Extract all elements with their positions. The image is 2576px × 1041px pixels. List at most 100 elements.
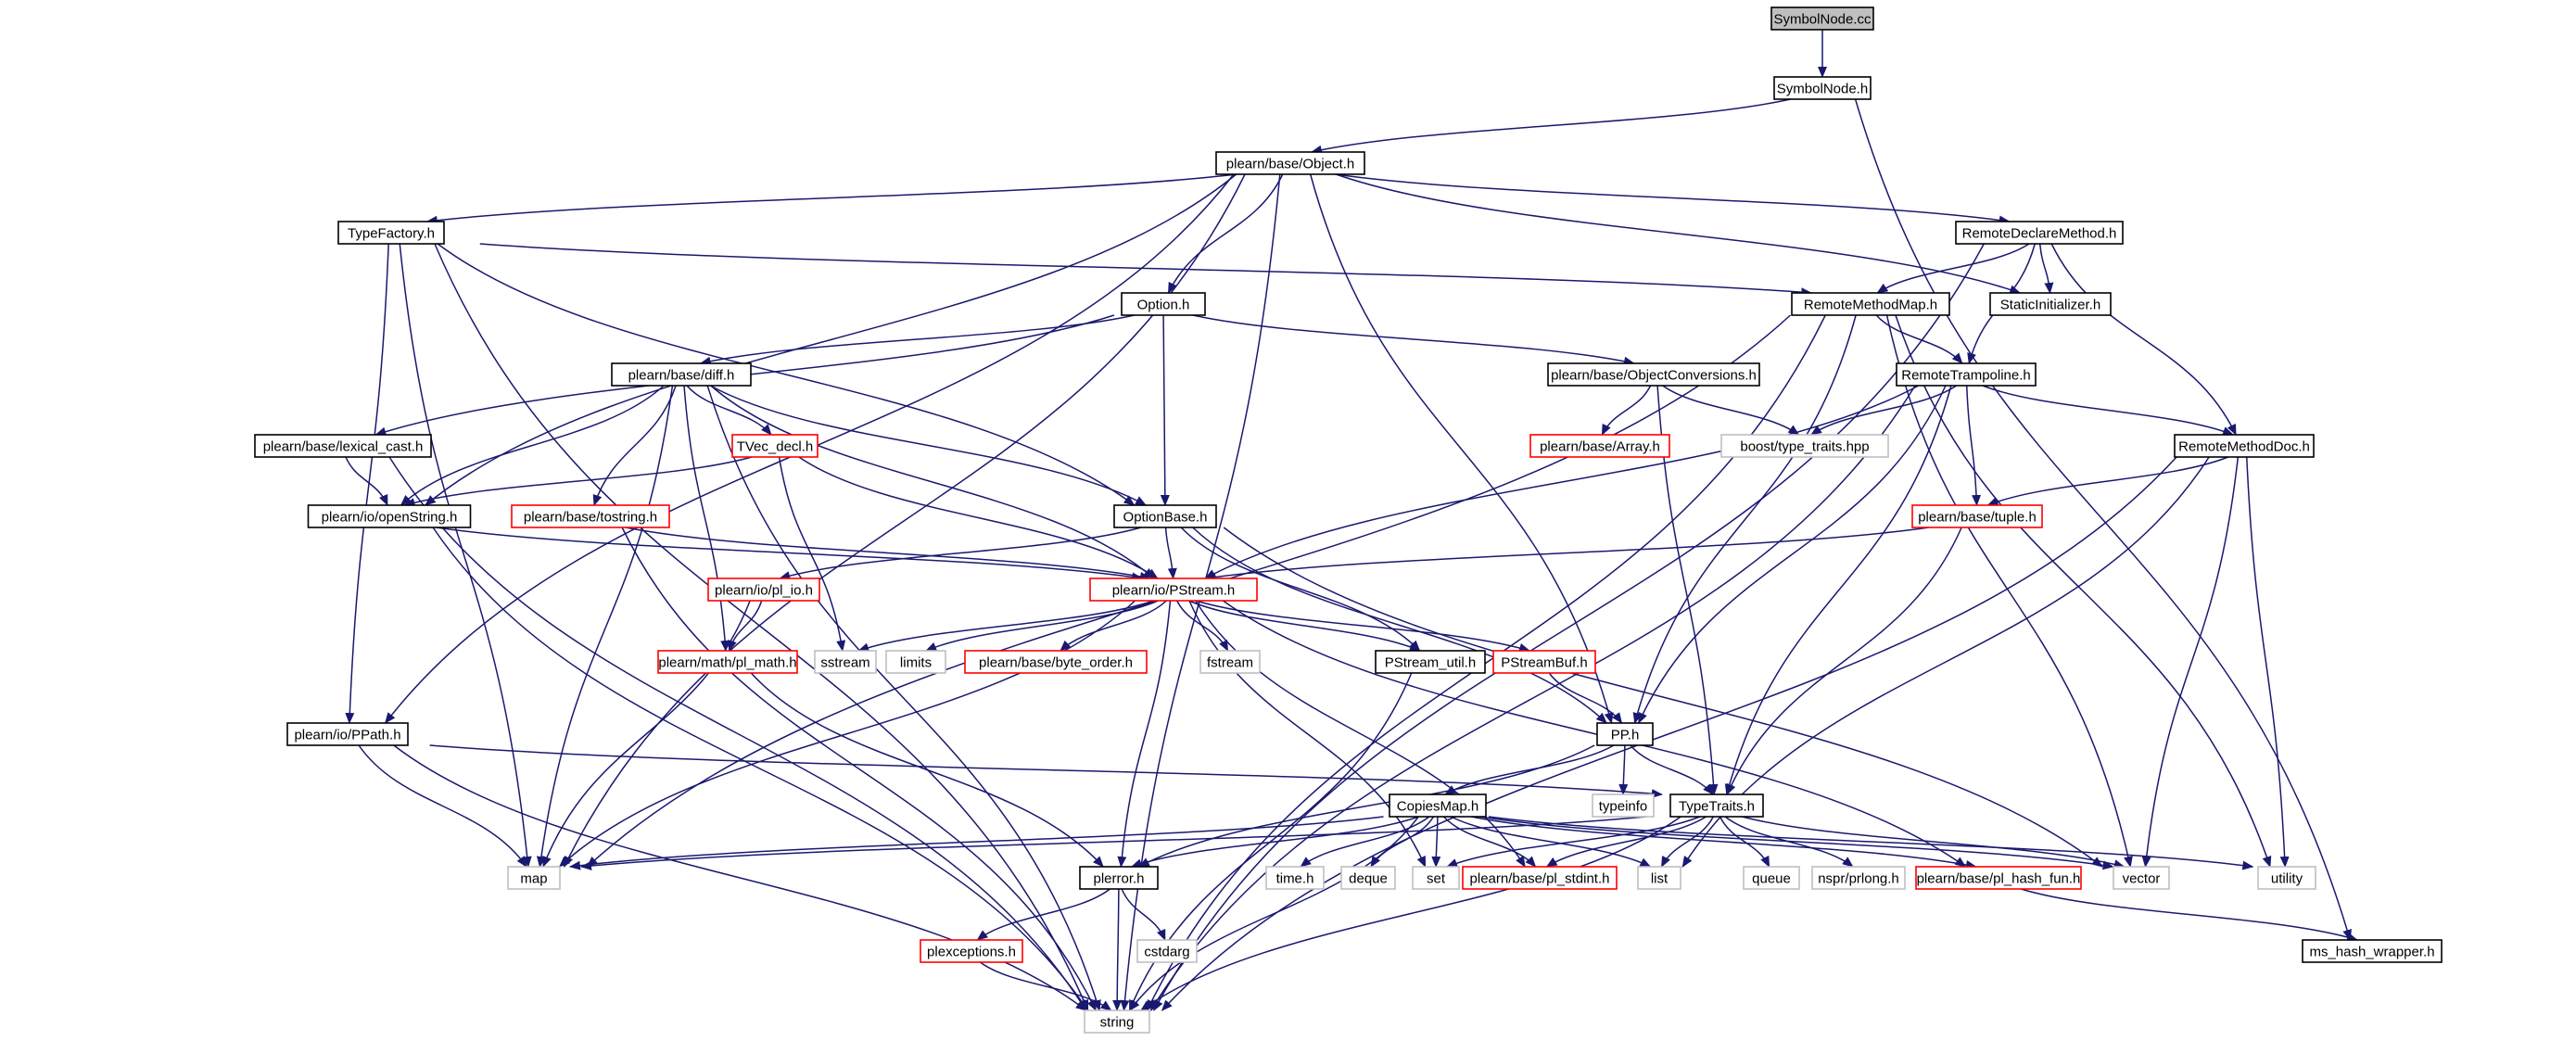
edge-pstream_h-to-pstream_util_h — [1188, 600, 1421, 652]
node-set[interactable]: set — [1412, 866, 1460, 890]
node-box — [1989, 292, 2112, 316]
node-copiesmap-h[interactable]: CopiesMap.h — [1389, 793, 1487, 818]
edge-copiesmap_h-to-pl_stdint_h — [1443, 816, 1537, 868]
node-remotetrampoline-h[interactable]: RemoteTrampoline.h — [1896, 362, 2037, 387]
node-tvec-decl-h[interactable]: TVec_decl.h — [731, 434, 818, 458]
node-typefactory-h[interactable]: TypeFactory.h — [337, 221, 445, 245]
node-label: TVec_decl.h — [737, 439, 814, 455]
node-pl-math-h[interactable]: plearn/math/pl_math.h — [657, 650, 798, 674]
node-remotemethodmap-h[interactable]: RemoteMethodMap.h — [1791, 292, 1950, 316]
edge-diff_h-to-optionbase_h — [709, 385, 1147, 506]
node-plexceptions-h[interactable]: plexceptions.h — [920, 939, 1023, 963]
node-box — [1896, 362, 2037, 387]
edge-tvec_decl_h-to-pstream_h — [798, 456, 1159, 579]
edge-pstream_h-to-byte_order_h — [1060, 600, 1167, 652]
edge-remotemethodmap_h-to-remotetrampoline_h — [1875, 314, 1963, 364]
node-optionbase-h[interactable]: OptionBase.h — [1113, 504, 1217, 528]
edge-typetraits_h-to-pl_stdint_h — [1545, 816, 1707, 868]
node-map[interactable]: map — [507, 866, 561, 890]
node-box — [2174, 434, 2315, 458]
node-label: plearn/base/pl_hash_fun.h — [1917, 871, 2081, 887]
node-pp-h[interactable]: PP.h — [1596, 722, 1654, 746]
node-string[interactable]: string — [1084, 1009, 1150, 1034]
node-limits[interactable]: limits — [885, 650, 946, 674]
node-object-h[interactable]: plearn/base/Object.h — [1215, 151, 1365, 175]
edge-pstream_h-to-plerror_h — [1117, 600, 1172, 868]
node-label: SymbolNode.h — [1777, 82, 1868, 97]
edge-remotetrampoline_h-to-boost_type_traits — [1810, 385, 1957, 436]
node-diff-h[interactable]: plearn/base/diff.h — [611, 362, 752, 387]
node-pl-stdint-h[interactable]: plearn/base/pl_stdint.h — [1462, 866, 1618, 890]
node-pstreambuf-h[interactable]: PStreamBuf.h — [1492, 650, 1596, 674]
node-symbolnode-h[interactable]: SymbolNode.h — [1773, 76, 1872, 100]
node-nspr-prlong-h[interactable]: nspr/prlong.h — [1811, 866, 1906, 890]
node-label: PP.h — [1611, 728, 1640, 743]
node-label: ms_hash_wrapper.h — [2309, 945, 2434, 960]
edge-diff_h-to-pl_math_h — [683, 385, 730, 652]
node-sstream[interactable]: sstream — [814, 650, 877, 674]
edge-remotemethoddoc_h-to-vector — [2141, 456, 2240, 868]
node-label: plearn/io/pl_io.h — [715, 583, 813, 599]
node-fstream[interactable]: fstream — [1199, 650, 1261, 674]
edge-ppath_h-to-map — [358, 744, 527, 868]
node-pl-hash-fun-h[interactable]: plearn/base/pl_hash_fun.h — [1915, 866, 2082, 890]
node-queue[interactable]: queue — [1743, 866, 1800, 890]
node-ppath-h[interactable]: plearn/io/PPath.h — [286, 722, 409, 746]
edge-diff_h-to-string — [706, 385, 1101, 1011]
node-label: RemoteDeclareMethod.h — [1962, 226, 2117, 242]
node-label: plearn/io/PStream.h — [1112, 583, 1236, 599]
node-label: plearn/base/lexical_cast.h — [263, 439, 424, 455]
node-tuple-h[interactable]: plearn/base/tuple.h — [1911, 504, 2043, 528]
node-pstream-util-h[interactable]: PStream_util.h — [1375, 650, 1486, 674]
edge-optionbase_h-to-vector — [1223, 527, 2103, 868]
edge-diff_h-to-tvec_decl_h — [686, 385, 772, 436]
node-label: Option.h — [1137, 298, 1190, 313]
node-box — [254, 434, 432, 458]
node-label: string — [1100, 1015, 1135, 1031]
node-option-h[interactable]: Option.h — [1121, 292, 1206, 316]
node-label: set — [1427, 871, 1446, 887]
node-remotedeclaremethod-h[interactable]: RemoteDeclareMethod.h — [1955, 221, 2124, 245]
node-plerror-h[interactable]: plerror.h — [1079, 866, 1159, 890]
node-boost-type-traits[interactable]: boost/type_traits.hpp — [1720, 434, 1889, 458]
node-openstring-h[interactable]: plearn/io/openString.h — [307, 504, 472, 528]
node-box — [1955, 221, 2124, 245]
edge-remotemethodmap_h-to-vector — [1885, 314, 2133, 868]
node-list[interactable]: list — [1637, 866, 1681, 890]
edge-optionbase_h-to-pl_io_h — [779, 527, 1142, 580]
node-tostring-h[interactable]: plearn/base/tostring.h — [511, 504, 670, 528]
node-typetraits-h[interactable]: TypeTraits.h — [1669, 793, 1764, 818]
node-staticinitializer-h[interactable]: StaticInitializer.h — [1989, 292, 2112, 316]
node-pl-io-h[interactable]: plearn/io/pl_io.h — [707, 578, 820, 602]
node-label: limits — [900, 655, 932, 671]
edge-optionbase_h-to-pstream_util_h — [1180, 527, 1421, 652]
node-deque[interactable]: deque — [1340, 866, 1396, 890]
node-lexical-cast-h[interactable]: plearn/base/lexical_cast.h — [254, 434, 432, 458]
node-typeinfo[interactable]: typeinfo — [1592, 793, 1655, 818]
edge-openstring_h-to-pstream_h — [436, 527, 1144, 582]
node-ms-hash-wrapper-h[interactable]: ms_hash_wrapper.h — [2302, 939, 2443, 963]
node-utility[interactable]: utility — [2257, 866, 2316, 890]
edge-lexical_cast_h-to-string — [388, 456, 1087, 1011]
node-vector[interactable]: vector — [2113, 866, 2170, 890]
node-symbolnode-cc[interactable]: SymbolNode.cc — [1770, 6, 1874, 31]
node-label: utility — [2271, 871, 2303, 887]
node-box — [814, 650, 877, 674]
node-byte-order-h[interactable]: plearn/base/byte_order.h — [964, 650, 1148, 674]
edge-typefactory_h-to-optionbase_h — [437, 243, 1136, 506]
node-cstdarg[interactable]: cstdarg — [1136, 939, 1198, 963]
node-box — [1592, 793, 1655, 818]
edge-remotedeclaremethod_h-to-string — [1153, 243, 1985, 1011]
edge-remotetrampoline_h-to-typetraits_h — [1724, 385, 1952, 795]
node-time-h[interactable]: time.h — [1265, 866, 1325, 890]
edge-diff_h-to-openstring_h — [400, 385, 665, 506]
edge-openstring_h-to-string — [432, 527, 1089, 1011]
edge-typetraits_h-to-set — [1446, 816, 1701, 868]
node-array-h[interactable]: plearn/base/Array.h — [1529, 434, 1670, 458]
edge-plerror_h-to-plexceptions_h — [976, 888, 1110, 941]
node-remotemethoddoc-h[interactable]: RemoteMethodDoc.h — [2174, 434, 2315, 458]
edge-copiesmap_h-to-utility — [1488, 816, 2254, 870]
node-objectconversions-h[interactable]: plearn/base/ObjectConversions.h — [1547, 362, 1760, 387]
node-pstream-h[interactable]: plearn/io/PStream.h — [1089, 578, 1258, 602]
